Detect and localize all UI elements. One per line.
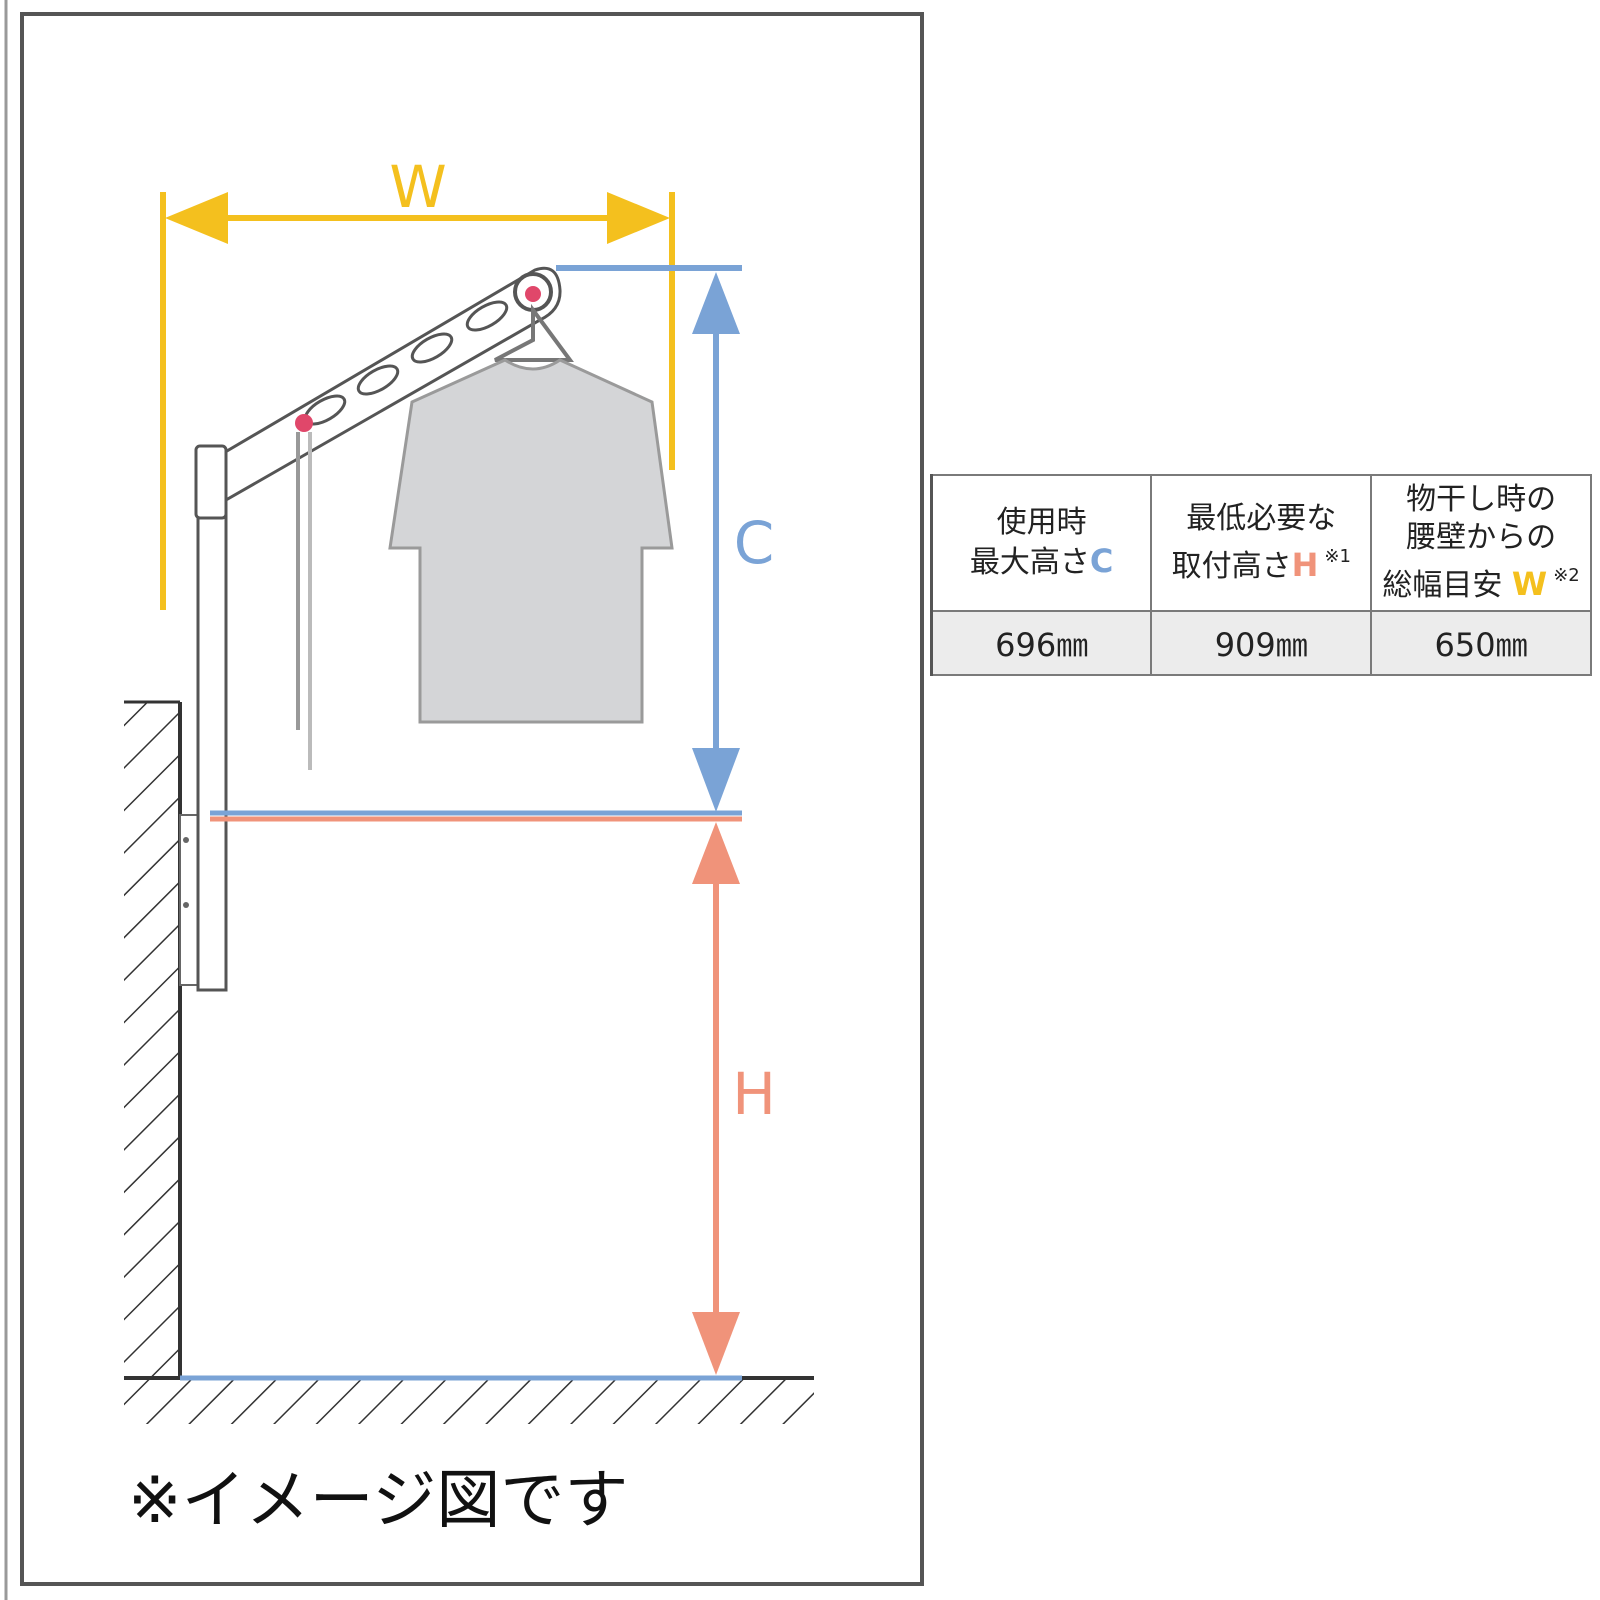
header-min-install-line2: 取付高さ (1171, 549, 1292, 584)
support-post (196, 503, 228, 992)
header-min-install-height: 最低必要な 取付高さH※1 (1150, 474, 1373, 612)
shirt (388, 358, 674, 724)
c-dimension (556, 265, 742, 812)
header-max-height-line2: 最大高さ (969, 545, 1090, 580)
header-total-width-line2: 腰壁からの (1406, 520, 1557, 555)
w-dimension (160, 192, 675, 610)
c-label: C (734, 509, 775, 577)
header-max-height-line2-wrap: 最大高さC (933, 542, 1150, 582)
hanger (494, 303, 574, 362)
image-note: ※イメージ図です (128, 1464, 628, 1538)
h-dimension (692, 822, 740, 1375)
header-max-height: 使用時 最大高さC (930, 474, 1153, 612)
h-label: H (732, 1060, 776, 1128)
header-total-width-line1: 物干し時の (1406, 482, 1557, 517)
header-min-install-line2-wrap: 取付高さH※1 (1152, 538, 1370, 586)
header-total-width: 物干し時の 腰壁からの 総幅目安 W※2 (1370, 474, 1592, 612)
wall-hatch (124, 702, 180, 1378)
header-max-height-line1: 使用時 (996, 505, 1087, 540)
spec-table: 使用時 最大高さC 最低必要な 取付高さH※1 物干し時の 腰壁からの 総幅目安… (930, 474, 1592, 676)
diagram-frame (20, 12, 924, 1586)
header-min-install-line1: 最低必要な (1186, 501, 1337, 536)
value-total-width: 650㎜ (1370, 610, 1592, 676)
symbol-c: C (1089, 542, 1114, 580)
hanger-pin-base (295, 414, 313, 432)
footnote-mark-2: ※2 (1553, 565, 1580, 586)
w-label: W (389, 153, 446, 221)
header-total-width-line3: 総幅目安 (1382, 568, 1503, 603)
arm-hinge (194, 444, 228, 520)
wall-bracket (179, 814, 199, 986)
symbol-w: W (1511, 565, 1548, 603)
value-max-height: 696㎜ (930, 610, 1153, 676)
floor-hatch (124, 1378, 814, 1424)
footnote-mark-1: ※1 (1324, 546, 1351, 567)
hanger-pin-tip (525, 286, 541, 302)
symbol-h: H (1291, 546, 1319, 584)
header-total-width-line3-wrap: 総幅目安 W※2 (1372, 557, 1590, 605)
spec-table-header-row: 使用時 最大高さC 最低必要な 取付高さH※1 物干し時の 腰壁からの 総幅目安… (930, 474, 1592, 612)
arm-slots (303, 300, 509, 426)
spec-table-value-row: 696㎜ 909㎜ 650㎜ (930, 610, 1592, 676)
value-min-install-height: 909㎜ (1150, 610, 1373, 676)
